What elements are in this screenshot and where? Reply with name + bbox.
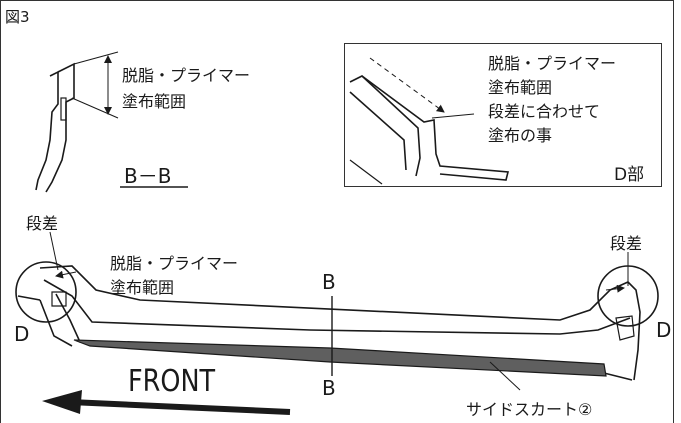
section-note-line-2: 塗布範囲 <box>122 92 187 111</box>
step-left-leader <box>49 231 59 271</box>
section-label: B－B <box>124 164 172 188</box>
circle-d-left-label: D <box>14 322 30 346</box>
step-left-label: 段差 <box>26 214 59 233</box>
circle-d-left <box>15 261 77 323</box>
section-note-line-1: 脱脂・プライマー <box>122 66 251 85</box>
section-b-top-label: B <box>322 270 336 294</box>
front-arrow-head <box>42 390 82 414</box>
main-note-line-2: 塗布範囲 <box>110 278 175 297</box>
primer-arrow-right <box>605 284 625 293</box>
detail-note-line-3: 段差に合わせて <box>488 102 601 121</box>
detail-d-drawing <box>349 57 510 185</box>
step-right-label: 段差 <box>610 234 643 253</box>
part-name-label: サイドスカート② <box>466 400 593 419</box>
detail-note-line-2: 塗布範囲 <box>488 78 553 97</box>
detail-d-box <box>344 43 662 187</box>
detail-note-line-4: 塗布の事 <box>488 126 553 145</box>
main-note-line-1: 脱脂・プライマー <box>110 254 239 273</box>
front-arrow-shaft <box>69 399 291 415</box>
primer-band <box>73 339 607 377</box>
circle-d-right-label: D <box>656 318 672 342</box>
part-leader <box>489 361 521 391</box>
figure-number: 図3 <box>5 8 30 26</box>
section-b-b-drawing <box>35 51 119 193</box>
detail-note-line-1: 脱脂・プライマー <box>488 54 617 73</box>
detail-label: D部 <box>614 165 645 185</box>
front-label: FRONT <box>128 364 216 399</box>
section-b-bottom-label: B <box>322 376 336 400</box>
primer-arrow-left <box>55 270 77 279</box>
